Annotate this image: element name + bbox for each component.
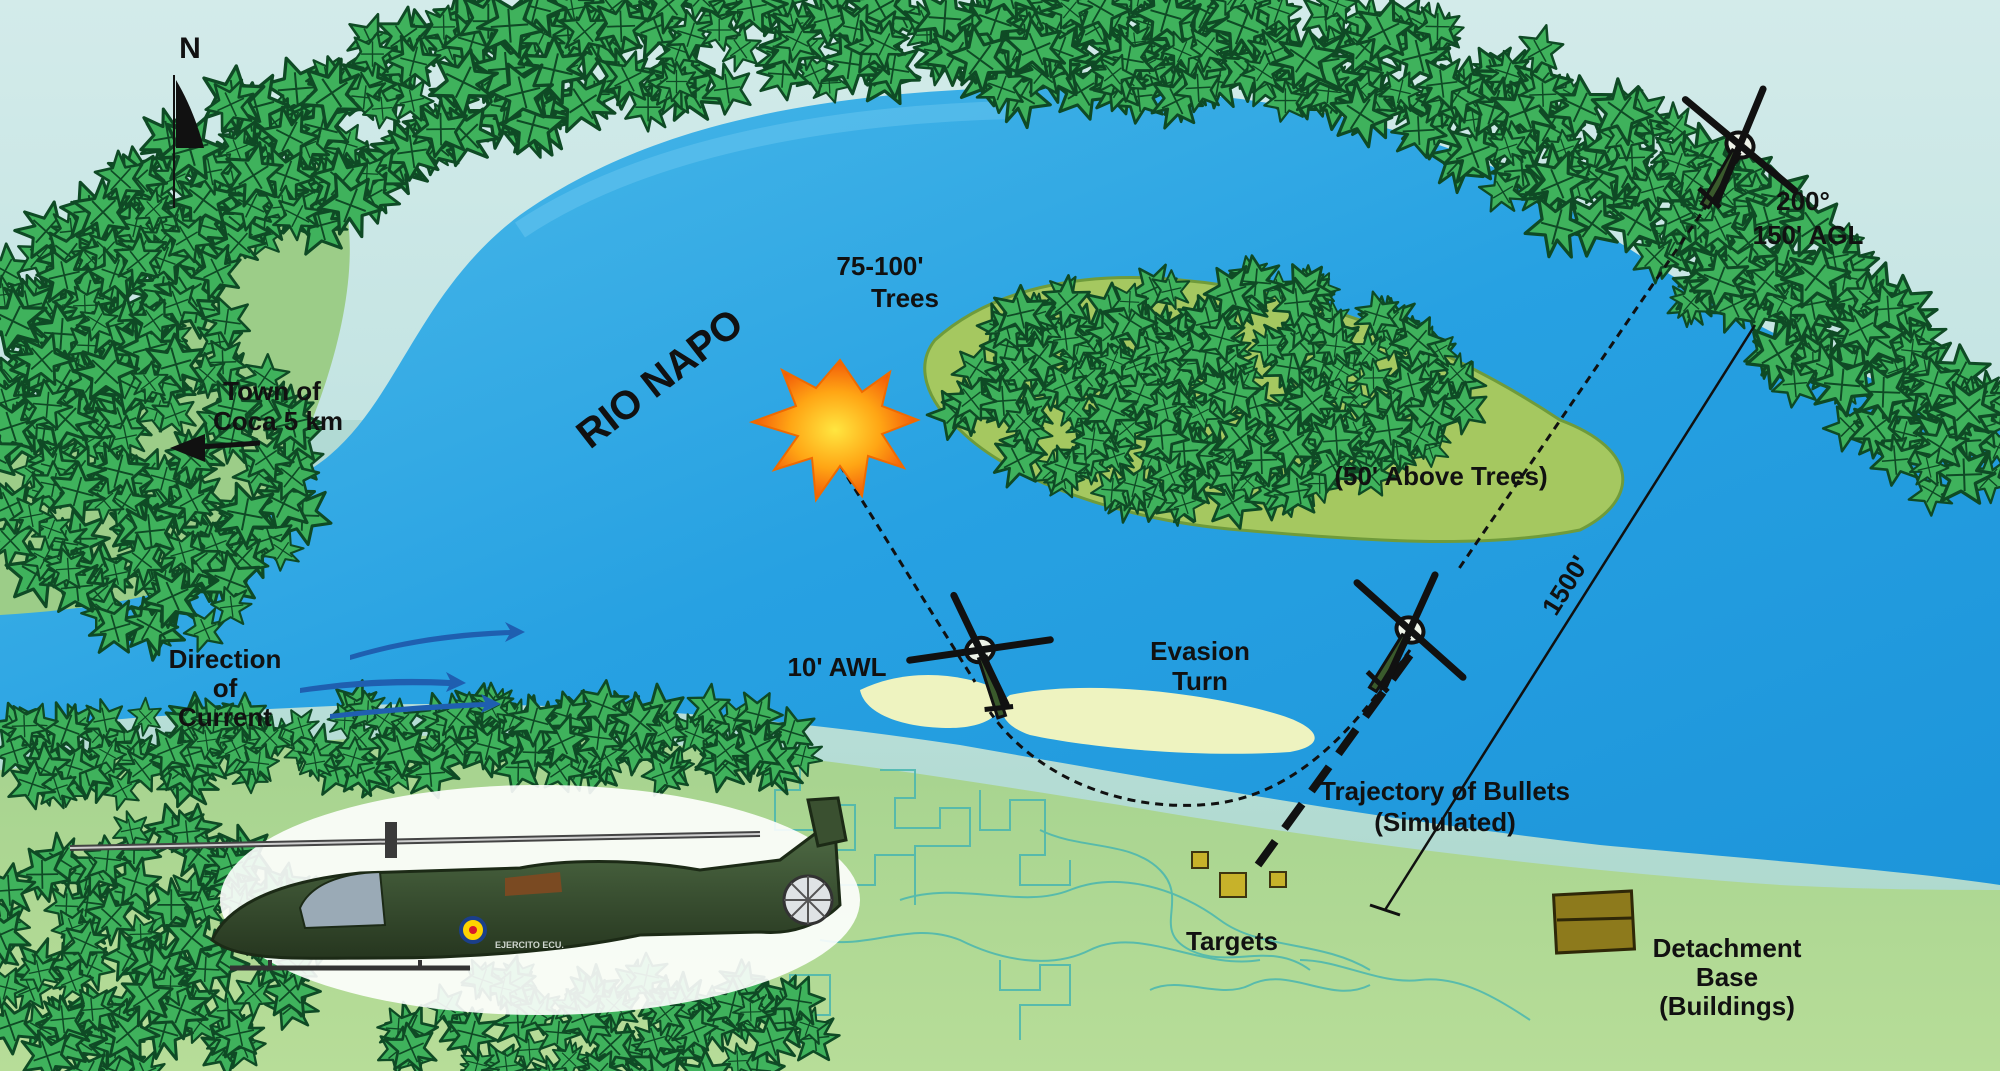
altitude-label: 150' AGL: [1753, 220, 1864, 250]
current-label-line2: of: [213, 673, 238, 703]
explosion-icon: [748, 358, 921, 503]
sandbar-west: [860, 674, 1003, 728]
base-label-line3: (Buildings): [1659, 991, 1795, 1021]
sandbar-east: [1001, 687, 1315, 754]
current-label-line3: Current: [178, 702, 272, 732]
north-arrow-icon: N: [173, 32, 204, 208]
targets-icon: [1191, 851, 1287, 898]
awl-label: 10' AWL: [787, 652, 886, 682]
trees-label-line1: 75-100': [836, 251, 923, 281]
town-label-line2: Coca 5 km: [213, 406, 343, 436]
current-label-line1: Direction: [169, 644, 282, 674]
base-label-line2: Base: [1696, 962, 1758, 992]
detachment-base-icon: [1551, 889, 1637, 955]
base-label-line1: Detachment: [1653, 933, 1802, 963]
evasion-label-line2: Turn: [1172, 666, 1228, 696]
evasion-label-line1: Evasion: [1150, 636, 1250, 666]
gazelle-helicopter-photo: EJERCITO ECU.: [69, 785, 860, 1015]
heading-label: 200°: [1776, 186, 1830, 216]
above-trees-label: (50' Above Trees): [1334, 461, 1547, 491]
current-arrows: [300, 622, 525, 719]
flight-path: [838, 144, 1757, 917]
targets-label: Targets: [1186, 926, 1278, 956]
town-direction-arrow: [170, 434, 261, 462]
helicopter-marking: EJERCITO ECU.: [495, 940, 564, 950]
trajectory-label-line2: (Simulated): [1374, 807, 1516, 837]
town-label-line1: Town of: [223, 376, 321, 406]
north-label: N: [179, 32, 201, 65]
terrain-contours: [760, 759, 1531, 1045]
trees-label-line2: Trees: [871, 283, 939, 313]
trajectory-label-line1: Trajectory of Bullets: [1320, 776, 1570, 806]
river-napo: [0, 87, 2000, 886]
